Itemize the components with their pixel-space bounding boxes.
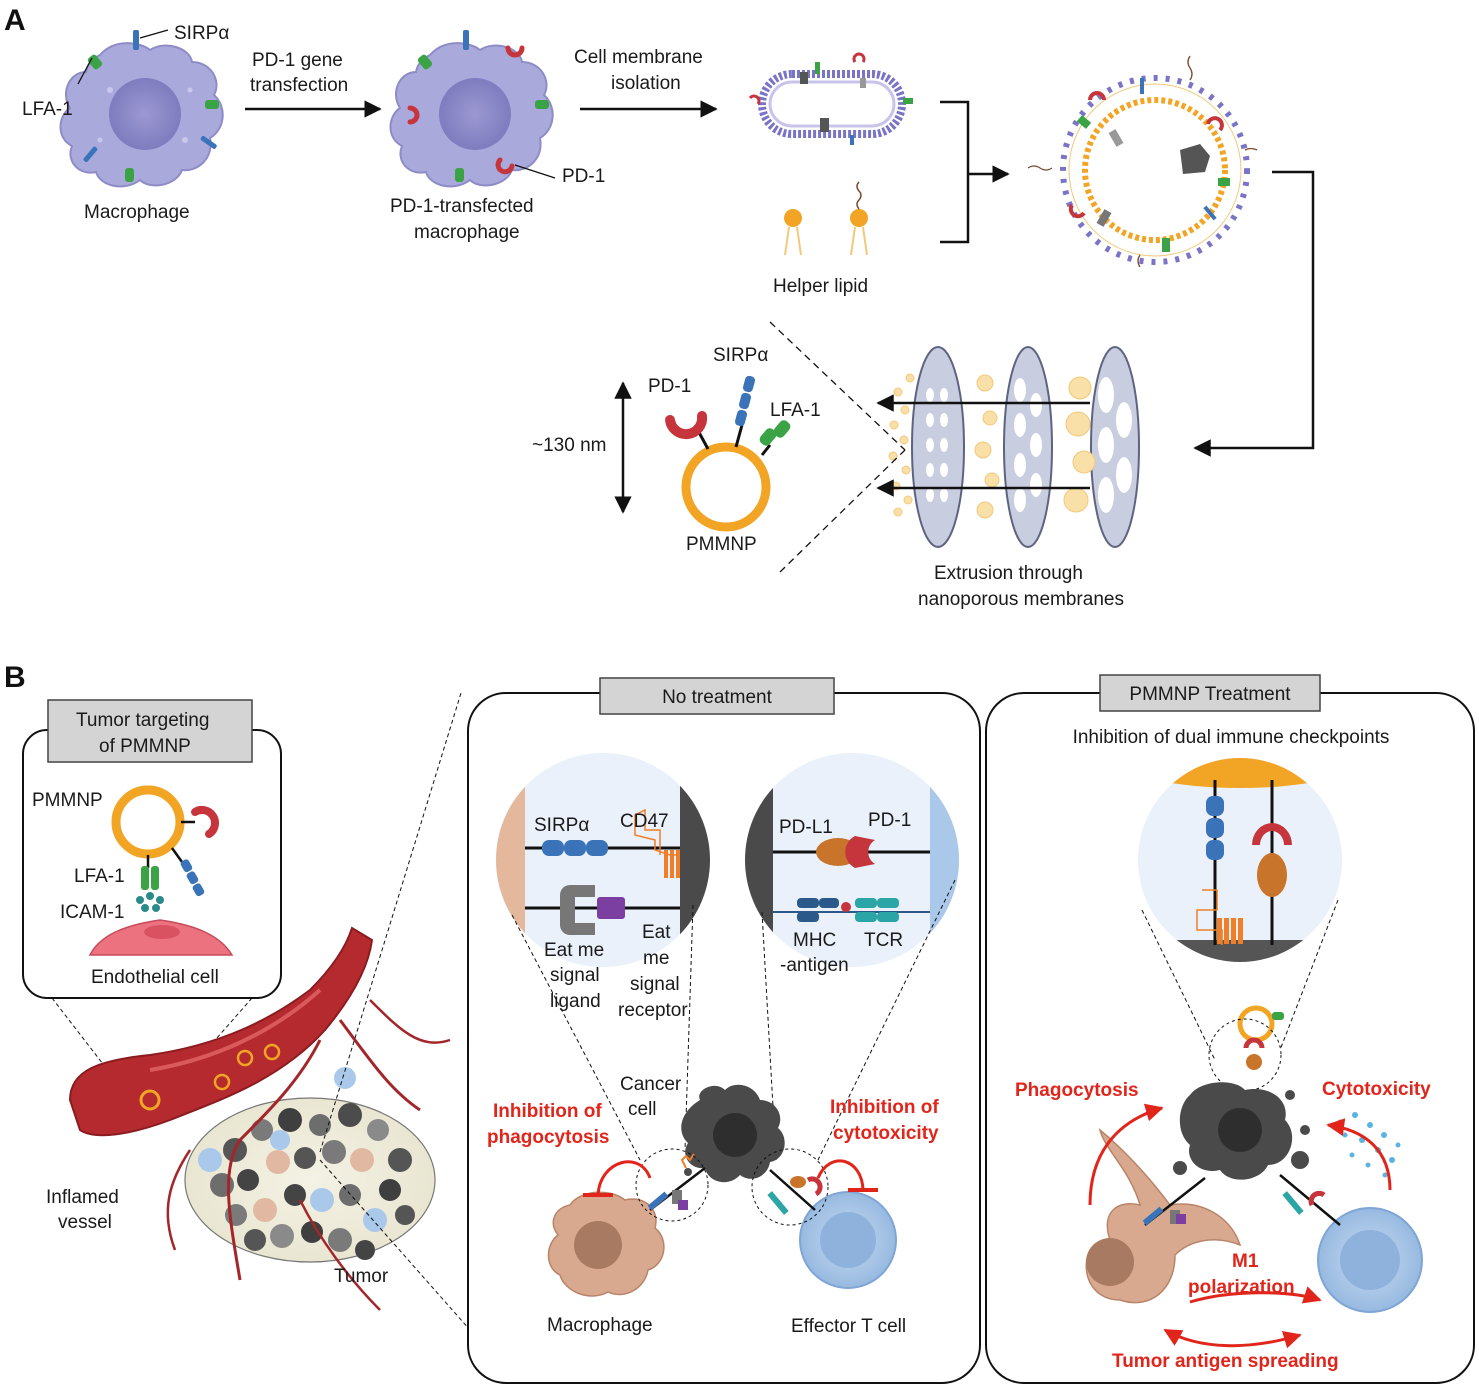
cancer-l2: cell — [628, 1099, 657, 1120]
extrusion-line1: Extrusion through — [934, 563, 1083, 584]
treatment-title: PMMNP Treatment — [1129, 684, 1291, 705]
targeting-title-box — [47, 699, 253, 763]
no-treatment-cells — [547, 1084, 897, 1297]
mhc-l1: MHC — [793, 930, 836, 951]
targeting-illustration — [88, 785, 234, 956]
transfected-line1: PD-1-transfected — [390, 196, 534, 217]
no-treatment-title-box — [599, 677, 835, 715]
inhib-phago-l2: phagocytosis — [487, 1127, 609, 1148]
left-zoom-circle — [496, 753, 710, 967]
tcell-label: Effector T cell — [791, 1316, 906, 1337]
macrophage-cell-icon — [59, 29, 224, 188]
combine-bracket — [940, 100, 970, 244]
zoom-line-t-2 — [1279, 899, 1339, 1051]
pd1-label-a: PD-1 — [562, 166, 605, 187]
vessel-line2: vessel — [58, 1212, 112, 1233]
treatment-zoom-circle — [1138, 758, 1342, 962]
m1-l2: polarization — [1188, 1277, 1295, 1298]
pmmnp-label: PMMNP — [686, 534, 757, 555]
step2-line1: Cell membrane — [574, 47, 703, 68]
treatment-subtitle: Inhibition of dual immune checkpoints — [1073, 727, 1390, 748]
zoom-line-tumor-top — [319, 692, 462, 1153]
tumor-label: Tumor — [334, 1266, 389, 1287]
zoom-line-tumor-bottom — [319, 1159, 471, 1331]
zoom-line-nt-2 — [684, 904, 694, 1151]
eat-ligand-l2: signal — [550, 965, 600, 986]
eat-receptor-l1: Eat — [642, 922, 671, 943]
panel-b-label: B — [4, 661, 26, 694]
extrusion-membranes-icon — [876, 346, 1140, 548]
treatment-cells — [1085, 1005, 1423, 1349]
inflamed-vessel-tumor-illustration — [68, 926, 451, 1311]
eat-ligand-l3: ligand — [550, 991, 601, 1012]
sirpa-zoom-label: SIRPα — [534, 815, 589, 836]
helper-lipid-icon — [784, 181, 868, 256]
hybrid-vesicle-icon — [1027, 55, 1258, 268]
transfected-line2: macrophage — [414, 222, 520, 243]
size-label: ~130 nm — [532, 435, 606, 456]
targeting-title-line2: of PMMNP — [99, 736, 191, 757]
step2-line2: isolation — [611, 73, 681, 94]
eat-receptor-l2: me — [643, 948, 669, 969]
extrusion-line2: nanoporous membranes — [918, 589, 1124, 610]
sirpa-label: SIRPα — [174, 23, 229, 44]
inhib-cyto-l1: Inhibition of — [830, 1097, 939, 1118]
cancer-l1: Cancer — [620, 1074, 682, 1095]
pd1-zoom-label: PD-1 — [868, 810, 911, 831]
step1-line1: PD-1 gene — [252, 50, 343, 71]
vessel-line1: Inflamed — [46, 1187, 119, 1208]
pmmnp-lfa1-label: LFA-1 — [770, 400, 821, 421]
helper-lipid-label: Helper lipid — [773, 276, 868, 297]
step1-line2: transfection — [250, 75, 348, 96]
tcr-label: TCR — [864, 930, 903, 951]
no-treatment-title: No treatment — [662, 687, 773, 708]
inhib-phago-l1: Inhibition of — [493, 1101, 602, 1122]
spreading-label: Tumor antigen spreading — [1112, 1351, 1339, 1372]
treatment-title-box — [1099, 674, 1321, 712]
inhib-cyto-l2: cytotoxicity — [833, 1123, 939, 1144]
cd47-label: CD47 — [620, 811, 669, 832]
phagocytosis-label: Phagocytosis — [1015, 1080, 1139, 1101]
targeting-box — [22, 729, 282, 999]
zoom-line-bottom — [779, 449, 906, 573]
pdl1-label: PD-L1 — [779, 817, 833, 838]
endothelial-label: Endothelial cell — [91, 967, 219, 988]
eat-ligand-l1: Eat me — [544, 940, 604, 961]
eat-receptor-l3: signal — [630, 974, 680, 995]
zoom-line-nt-4 — [817, 879, 956, 1161]
zoom-line-top — [769, 321, 906, 451]
macrophage-b-label: Macrophage — [547, 1315, 653, 1336]
transfected-macrophage-icon — [389, 30, 556, 188]
targeting-title-line1: Tumor targeting — [76, 710, 209, 731]
mhc-l2: -antigen — [780, 955, 849, 976]
targeting-icam1-label: ICAM-1 — [60, 902, 124, 923]
membrane-fragment-icon — [748, 52, 913, 145]
panel-a-label: A — [4, 4, 26, 37]
targeting-lfa1-label: LFA-1 — [74, 866, 125, 887]
pmmnp-nanoparticle-icon — [665, 375, 791, 532]
extrusion-feed-arrow — [1193, 170, 1315, 457]
cytotoxicity-label: Cytotoxicity — [1322, 1079, 1431, 1100]
pmmnp-sirpa-label: SIRPα — [713, 345, 768, 366]
targeting-pmmnp-label: PMMNP — [32, 790, 103, 811]
lfa1-label: LFA-1 — [22, 99, 73, 120]
eat-receptor-l4: receptor — [618, 1000, 688, 1021]
macrophage-label: Macrophage — [84, 202, 190, 223]
m1-l1: M1 — [1232, 1251, 1259, 1272]
pmmnp-pd1-label: PD-1 — [648, 376, 691, 397]
